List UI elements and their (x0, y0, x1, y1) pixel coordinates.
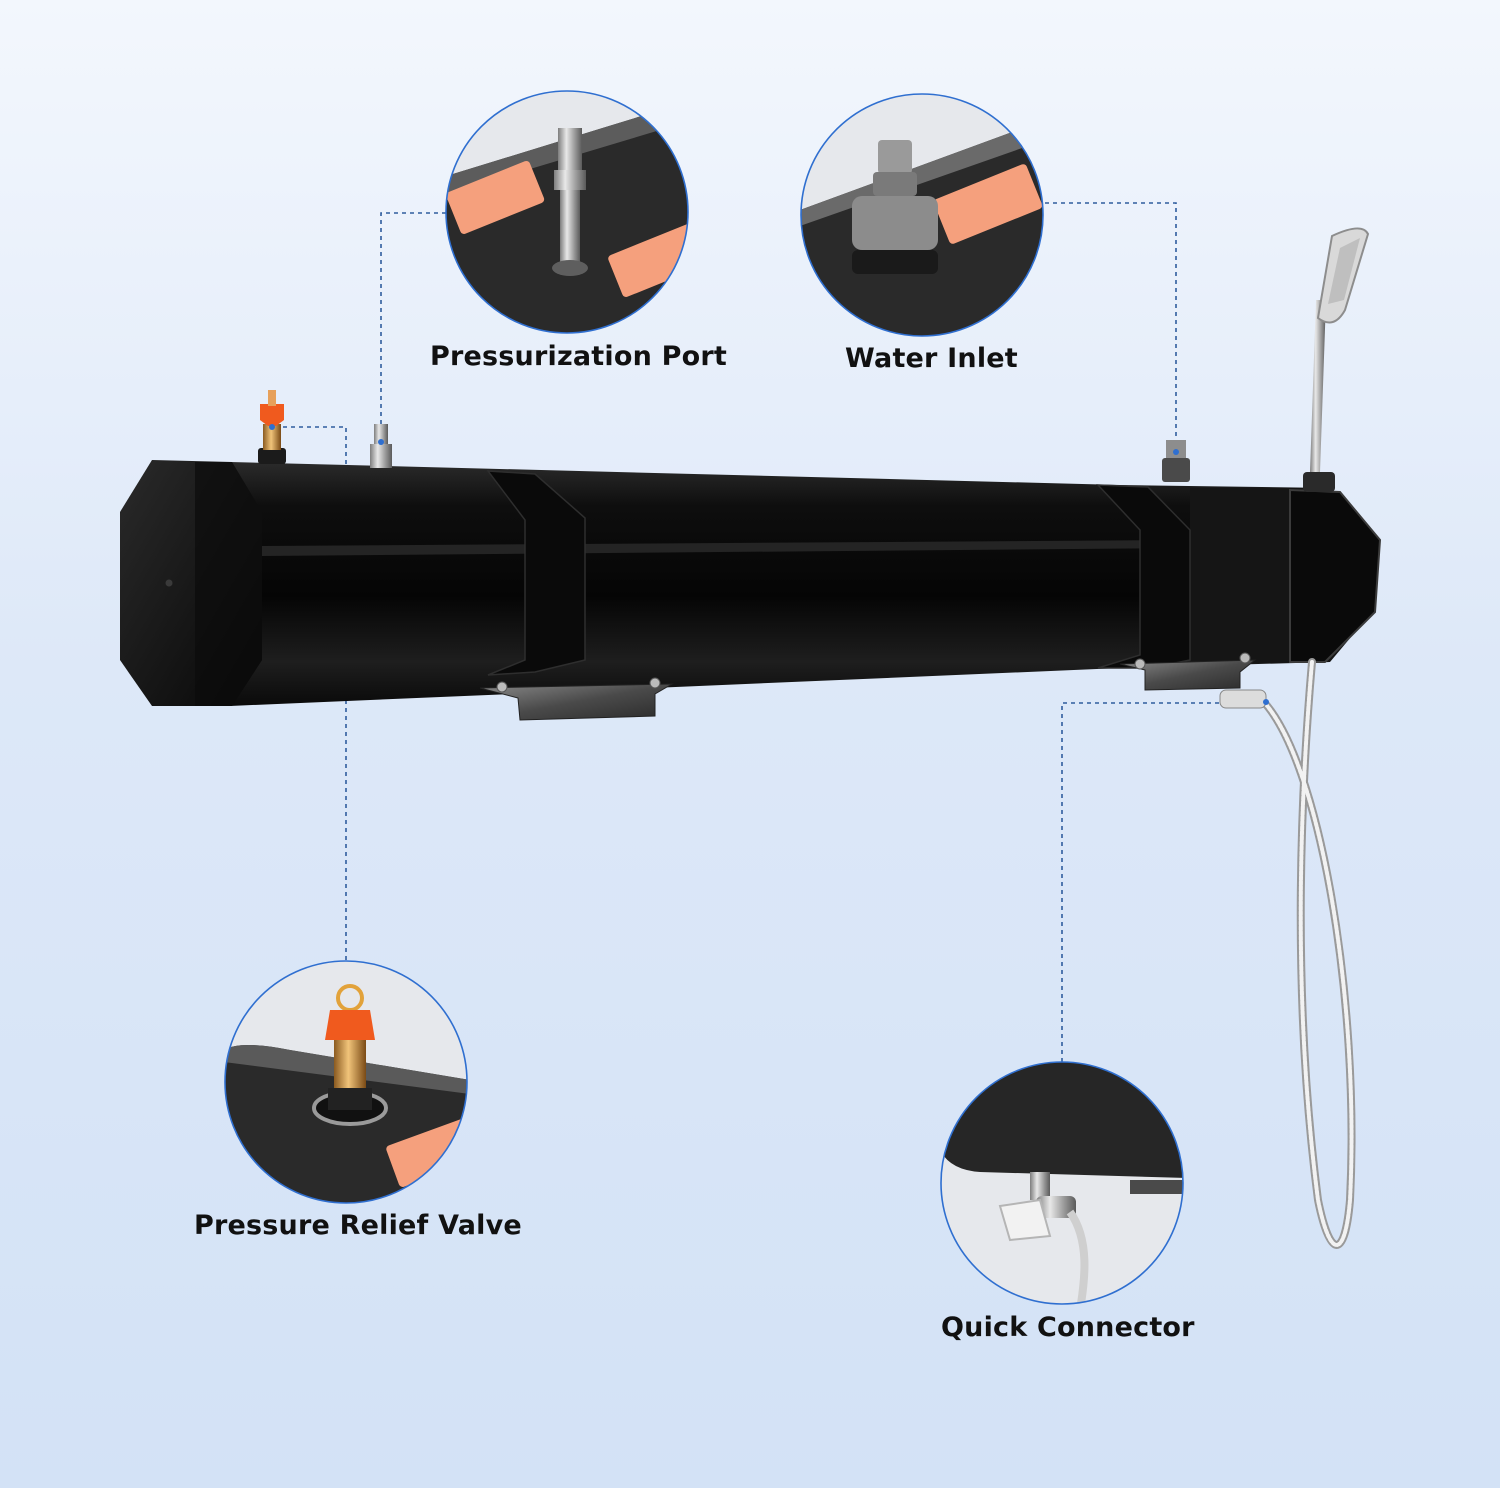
shower-head-icon (1303, 227, 1370, 492)
relief-valve-on-tank-icon (258, 390, 286, 464)
zoom-circle-pressure-relief-valve (224, 960, 468, 1204)
zoom-circle-pressurization-port (445, 90, 689, 334)
shower-hose-icon (1219, 658, 1356, 1249)
label-pressure-relief-valve: Pressure Relief Valve (194, 1210, 522, 1241)
label-water-inlet: Water Inlet (845, 343, 1018, 374)
pressurization-port-on-tank-icon (370, 424, 392, 468)
leader-line-water-inlet (1045, 202, 1177, 445)
zoom-circle-quick-connector (940, 1061, 1184, 1305)
leader-lines (283, 202, 1240, 1062)
mounting-bracket (479, 659, 1257, 721)
shower-tank (120, 460, 1382, 721)
leader-line-pressurization-port (380, 212, 446, 428)
water-inlet-on-tank-icon (1162, 440, 1190, 482)
label-pressurization-port: Pressurization Port (430, 341, 727, 372)
leader-line-relief-valve (283, 426, 347, 962)
zoom-circle-water-inlet (800, 93, 1044, 337)
mounting-strap (486, 470, 1191, 676)
label-quick-connector: Quick Connector (941, 1312, 1195, 1343)
leader-line-quick-connector (1061, 702, 1240, 1062)
